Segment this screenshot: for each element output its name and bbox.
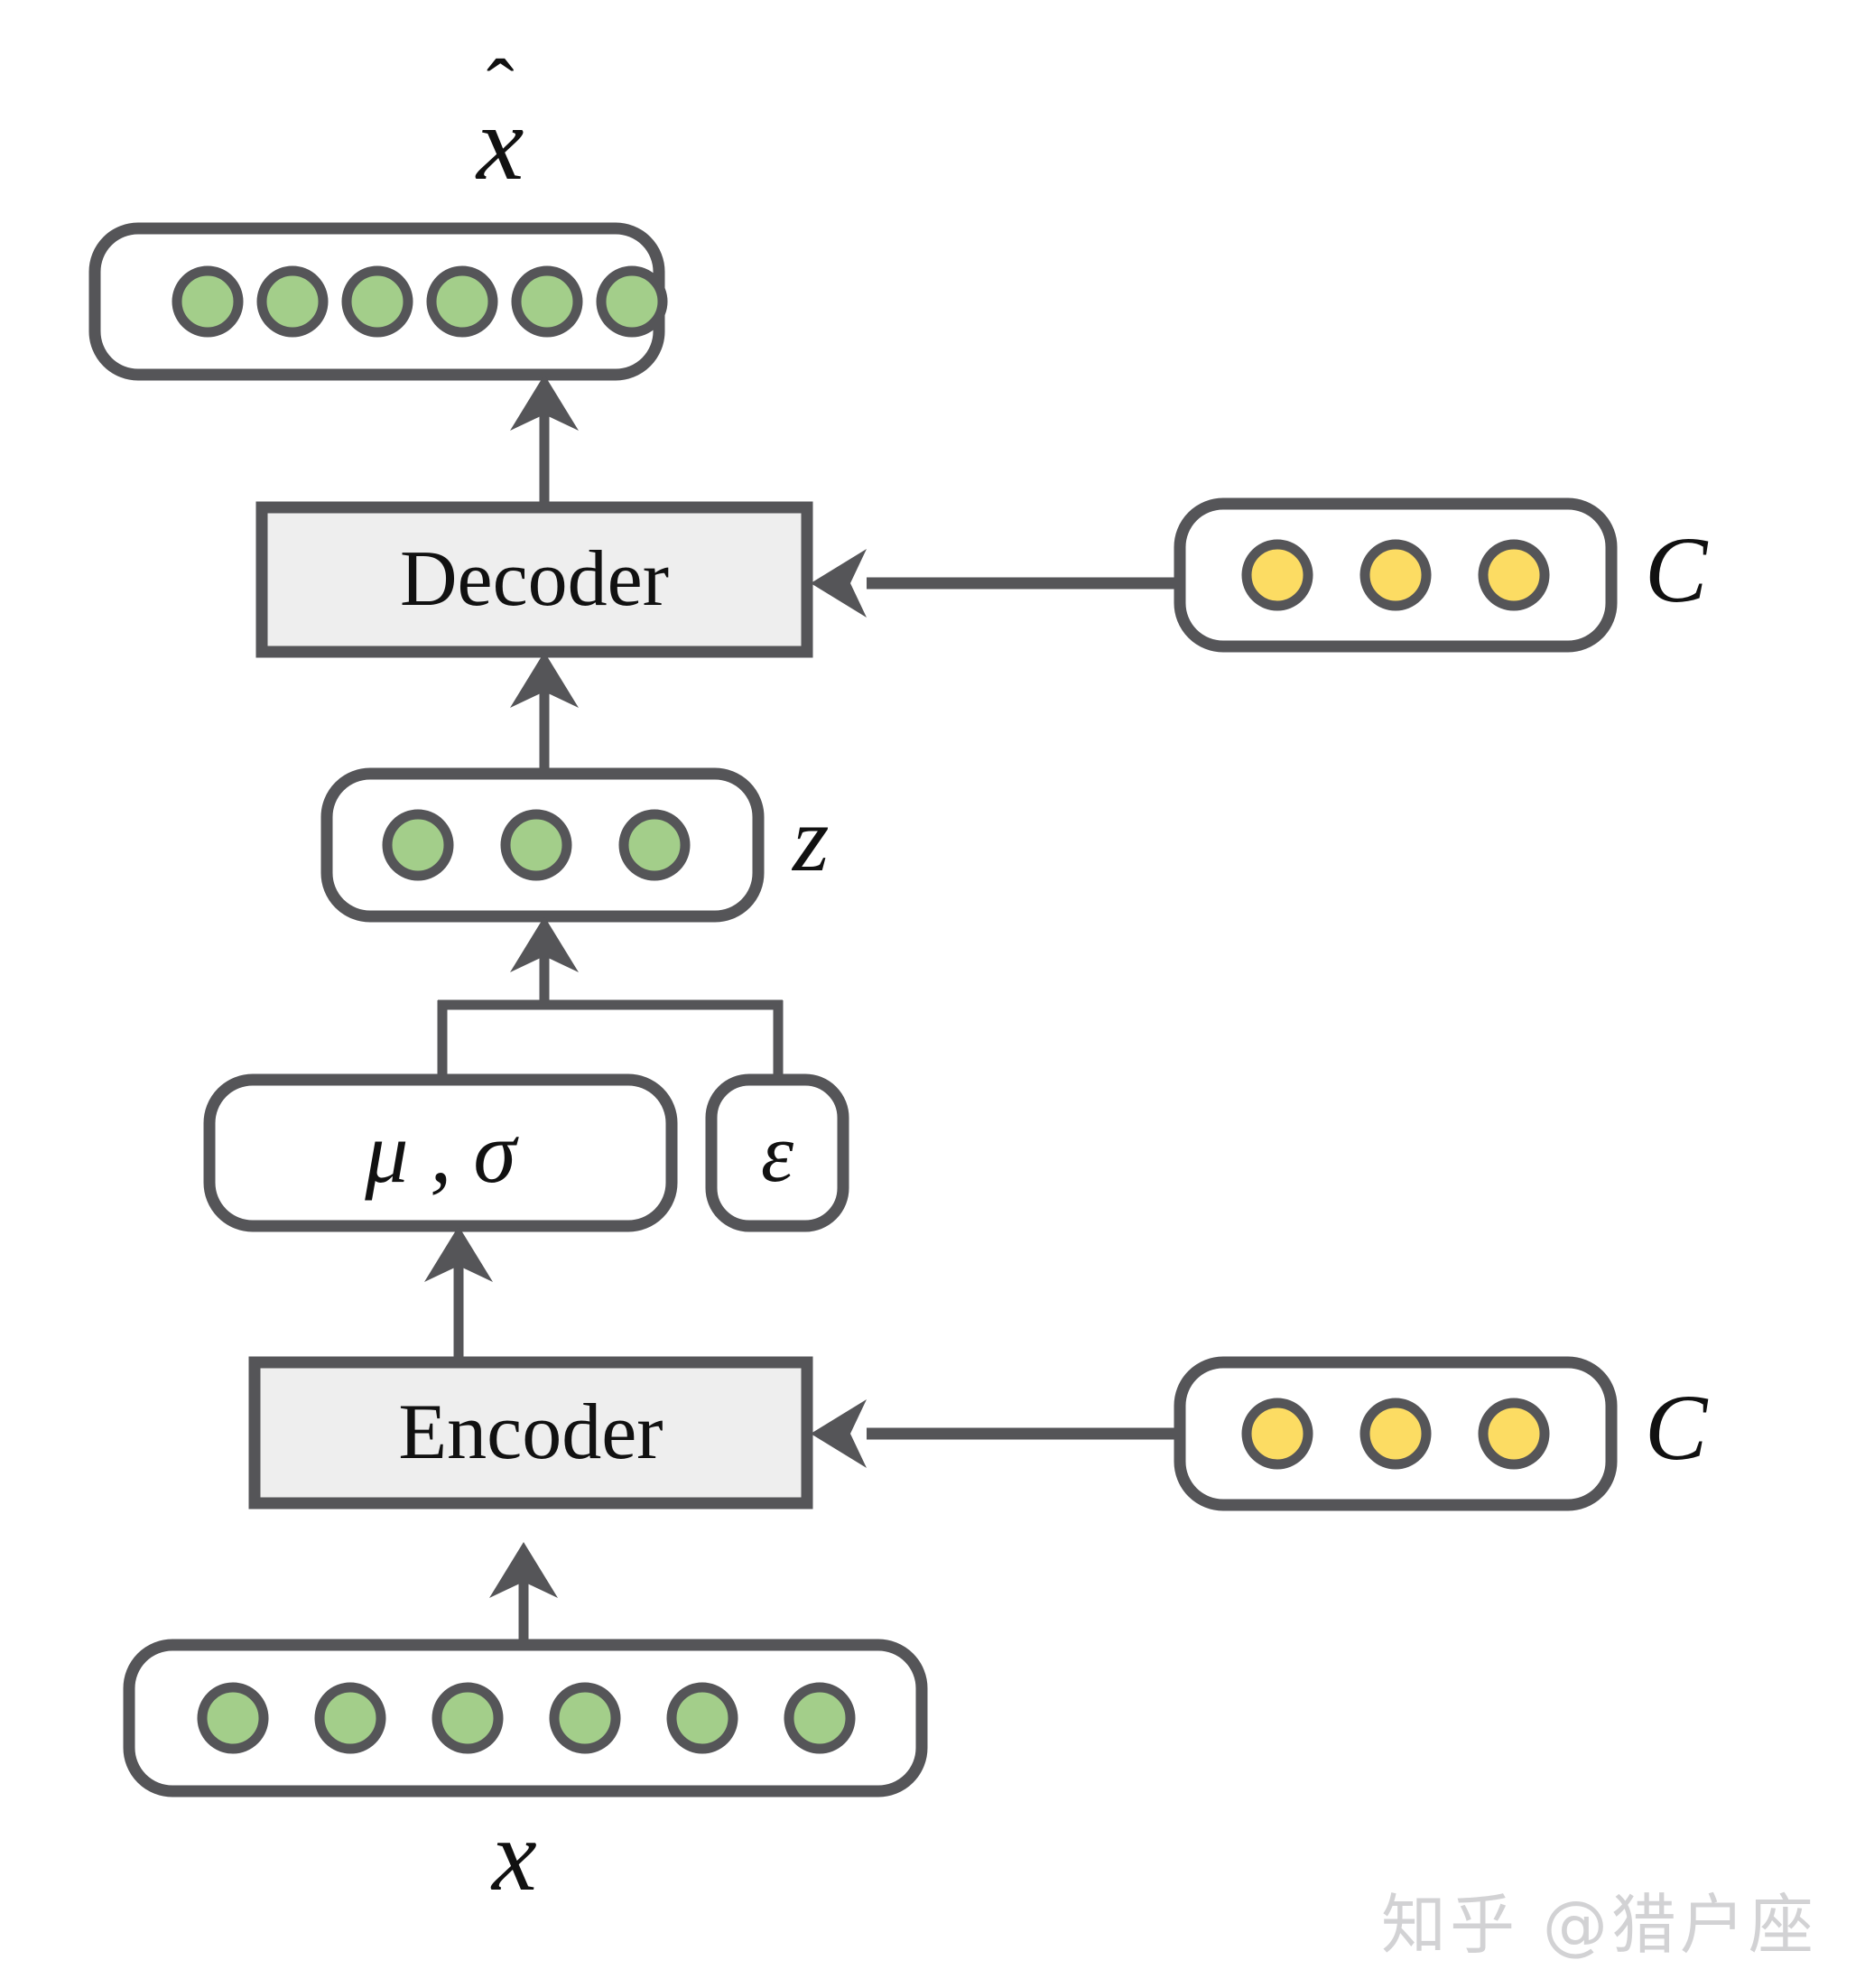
output-layer-nodes xyxy=(172,265,668,338)
condition-bottom-box xyxy=(1174,1356,1618,1511)
edge-condition-bottom-to-encoder xyxy=(811,1399,1178,1468)
edge-merge-to-latent xyxy=(437,916,784,1080)
epsilon-label: ε xyxy=(760,1107,794,1199)
condition-top-label: C xyxy=(1645,518,1708,622)
output-layer-box xyxy=(88,222,668,381)
condition-bottom-nodes xyxy=(1241,1398,1550,1470)
edge-decoder-to-output xyxy=(510,375,579,506)
output-layer-label: x ̂ xyxy=(477,84,524,202)
mu-sigma-pill xyxy=(203,1073,678,1232)
latent-layer-box xyxy=(320,767,765,923)
encoder-block xyxy=(248,1356,813,1510)
watermark: 知乎 @猎户座 xyxy=(1381,1887,1817,1963)
input-layer-box xyxy=(123,1639,928,1798)
epsilon-pill xyxy=(705,1073,849,1232)
input-layer-nodes xyxy=(197,1682,856,1754)
input-layer-label: x xyxy=(492,1800,537,1912)
latent-layer-label: z xyxy=(793,787,830,891)
latent-layer-nodes xyxy=(382,809,691,881)
encoder-label: Encoder xyxy=(398,1389,663,1476)
edge-encoder-to-mu-sigma xyxy=(424,1226,493,1361)
condition-bottom-label: C xyxy=(1645,1376,1708,1480)
decoder-block xyxy=(255,501,813,658)
edge-input-to-encoder xyxy=(489,1542,558,1645)
mu-sigma-label: μ , σ xyxy=(365,1104,516,1201)
edge-condition-top-to-decoder xyxy=(811,549,1178,618)
decoder-label: Decoder xyxy=(399,535,670,623)
condition-top-nodes xyxy=(1241,539,1550,611)
condition-top-box xyxy=(1174,497,1618,653)
